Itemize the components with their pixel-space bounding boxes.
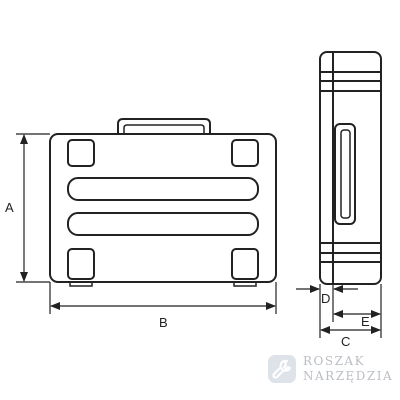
watermark-line-1: ROSZAK [303, 354, 366, 368]
case-handle [117, 118, 211, 134]
case-handle-inner [123, 124, 205, 134]
side-body [319, 51, 382, 285]
dimension-a [16, 133, 50, 283]
dimension-label-b: B [159, 315, 168, 330]
corner-bottom-left [67, 248, 95, 280]
front-view [49, 118, 277, 287]
dimension-label-d: D [321, 291, 330, 306]
corner-bottom-right [231, 248, 259, 280]
side-handle-inner [340, 129, 351, 219]
dimension-label-e: E [361, 314, 370, 329]
rib-lower [67, 212, 259, 236]
dimension-label-a: A [5, 200, 14, 215]
side-view [319, 51, 382, 285]
dimension-side [296, 284, 382, 338]
watermark-badge [268, 355, 296, 383]
dimension-b [49, 282, 277, 314]
rib-upper [67, 177, 259, 201]
corner-top-left [67, 139, 95, 167]
wrench-icon [272, 359, 291, 379]
corner-top-right [231, 139, 259, 167]
case-body [49, 133, 277, 283]
side-handle [334, 123, 356, 225]
dimension-label-c: C [341, 334, 350, 349]
watermark-line-2: NARZĘDZIA [303, 369, 394, 383]
case-feet [69, 282, 257, 287]
